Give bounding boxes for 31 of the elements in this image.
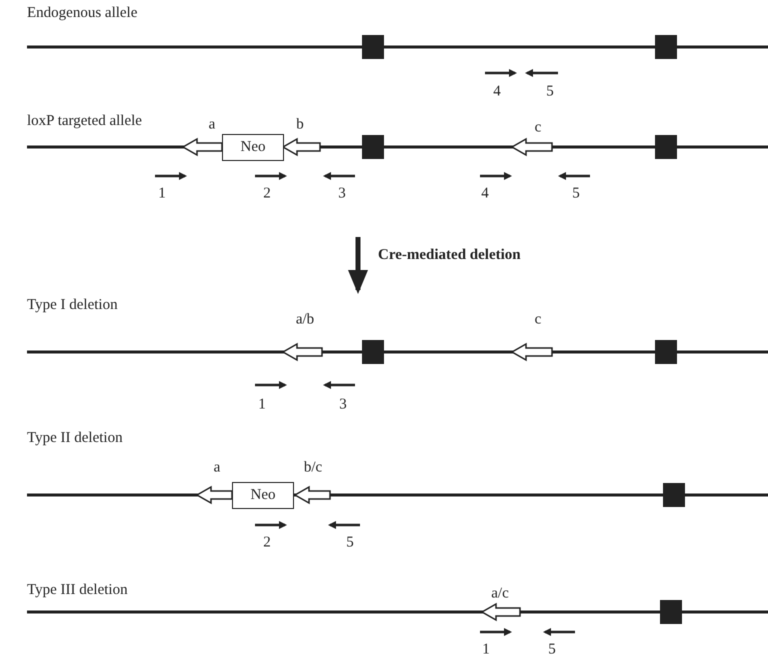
site-label: b xyxy=(296,118,304,132)
site-label: c xyxy=(534,312,542,328)
site-label: b/c xyxy=(304,460,322,476)
site-label: 1 xyxy=(258,398,266,412)
site-label: 1 xyxy=(158,186,166,202)
site-label: 2 xyxy=(263,186,271,202)
row-title: Type I deletion xyxy=(27,298,118,313)
gene-label: Neo xyxy=(250,487,276,504)
site-label: 3 xyxy=(339,398,347,412)
row-title: Endogenous allele xyxy=(27,6,138,21)
site-label: 4 xyxy=(481,186,489,202)
row-title: Type III deletion xyxy=(27,583,128,598)
site-label: 2 xyxy=(263,536,271,550)
site-label: 5 xyxy=(572,186,580,202)
site-label: c xyxy=(534,120,542,136)
site-label: a xyxy=(214,460,220,476)
site-label: 4 xyxy=(493,84,501,100)
site-label: a/c xyxy=(491,586,509,602)
gene-label: Neo xyxy=(240,139,266,156)
gene-box xyxy=(222,134,284,161)
site-label: 5 xyxy=(546,84,554,100)
step-label: Cre-mediated deletion xyxy=(378,248,521,263)
site-label: 5 xyxy=(346,536,354,550)
gene-box xyxy=(232,482,294,509)
site-label: a/b xyxy=(296,312,314,328)
site-label: 3 xyxy=(338,186,346,202)
row-title: loxP targeted allele xyxy=(27,114,142,129)
site-label: 5 xyxy=(548,642,556,658)
row-title: Type II deletion xyxy=(27,431,123,446)
site-label: a xyxy=(208,118,216,132)
site-label: 1 xyxy=(482,642,490,658)
